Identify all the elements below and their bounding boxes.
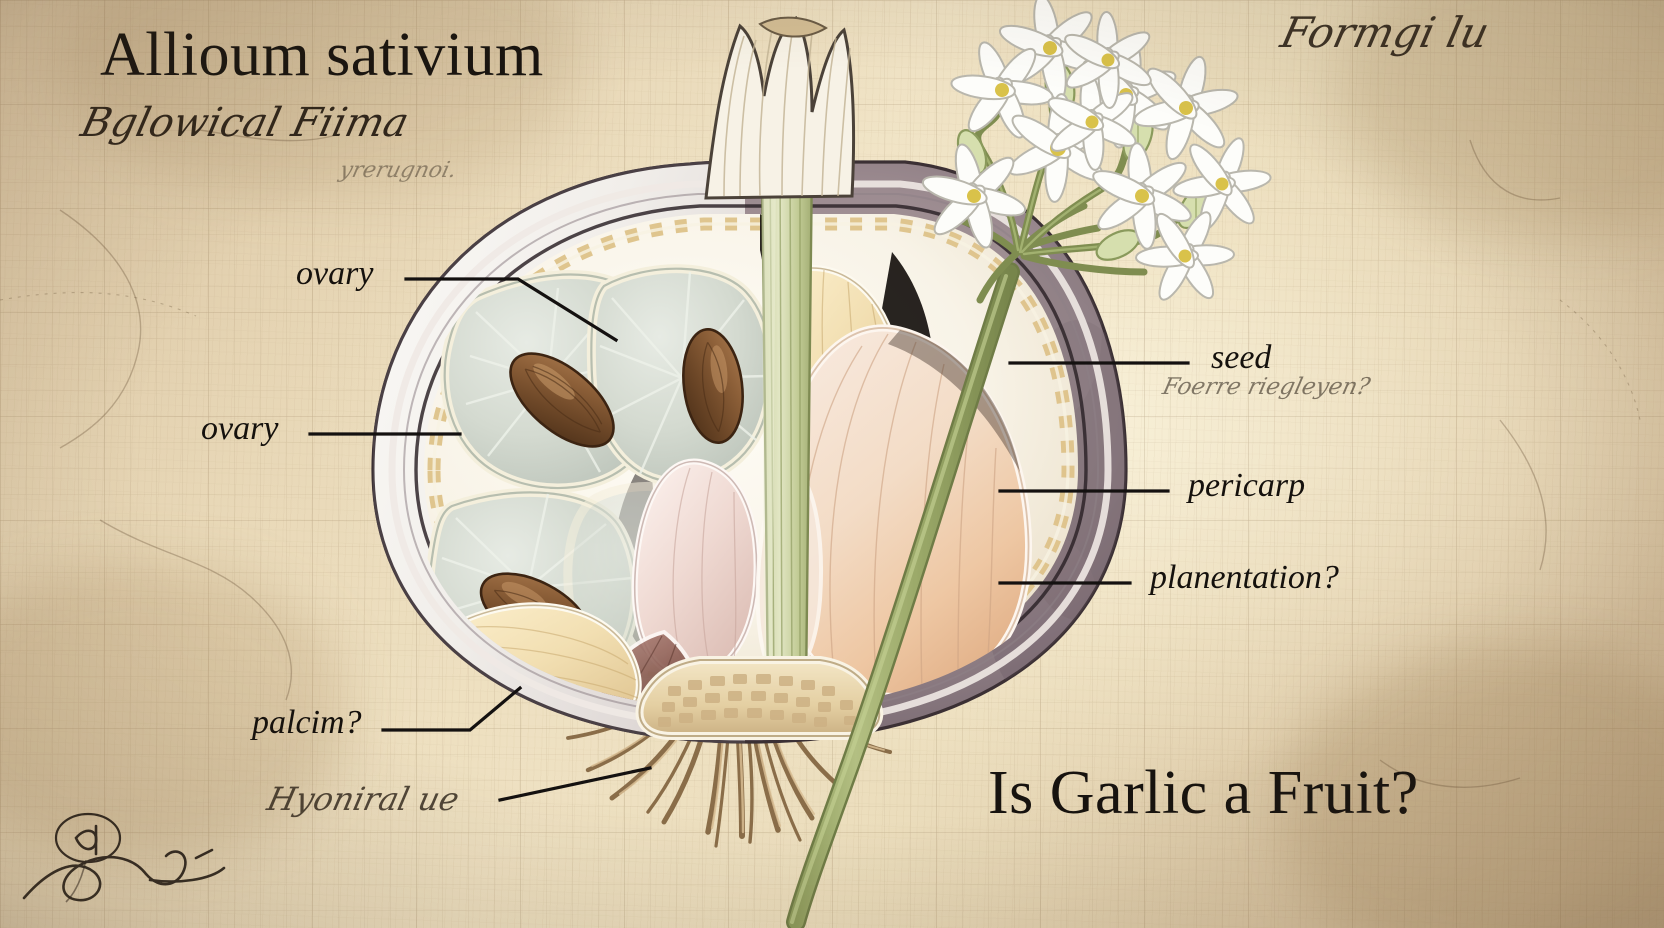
seed: [509, 352, 615, 448]
label-seed: seed: [1211, 339, 1271, 377]
flower-umbel: [921, 0, 1272, 304]
leader-lines: [308, 277, 1190, 802]
label-ovary-lower: ovary: [201, 410, 278, 448]
leader-palcim-sub: [498, 766, 652, 802]
label-pericarp: pericarp: [1188, 467, 1305, 505]
label-ovary-upper: ovary: [296, 255, 373, 293]
seed: [682, 328, 744, 444]
label-planentation: planentation?: [1150, 559, 1339, 597]
bulb-neck: [704, 15, 856, 200]
central-stem-inner: [760, 162, 814, 692]
flower-scape: [786, 262, 1020, 928]
leader-palcim: [381, 685, 523, 732]
label-palcim: palcim?: [252, 704, 362, 742]
leader-ovary-upper: [404, 277, 619, 343]
flower: [921, 0, 1272, 301]
paper-stain-1: [0, 560, 350, 860]
page-title: Allioum sativium: [100, 20, 544, 91]
headline: Is Garlic a Fruit?: [988, 758, 1419, 829]
